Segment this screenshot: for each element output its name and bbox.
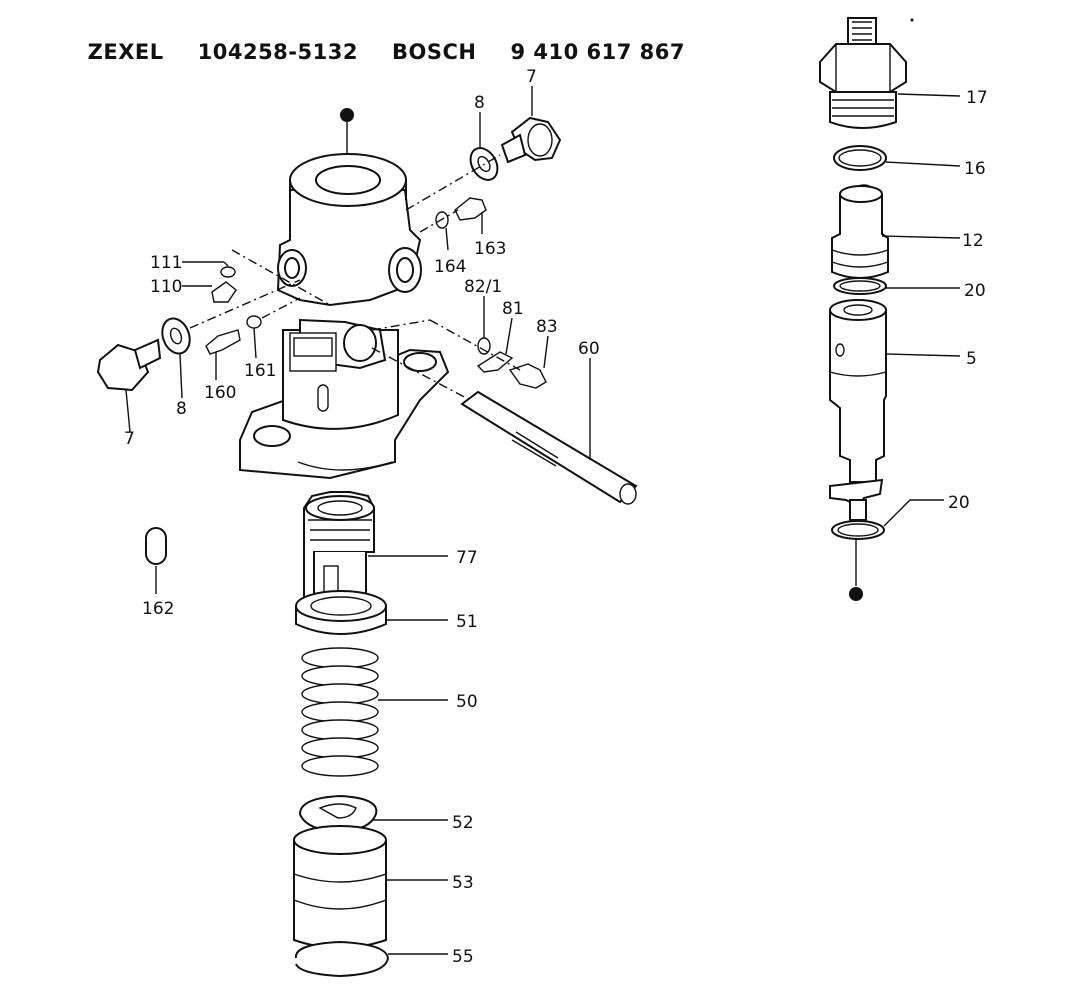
lower-spring-seat-52 xyxy=(298,794,378,834)
callout-163: 163 xyxy=(474,239,506,259)
key-162 xyxy=(145,527,167,565)
pump-housing xyxy=(239,153,450,480)
callout-16: 16 xyxy=(964,159,986,179)
plunger-barrel-5 xyxy=(829,299,887,521)
plunger-spring-50 xyxy=(301,647,379,777)
snap-ring-55 xyxy=(294,940,390,978)
screw-160 xyxy=(205,329,241,355)
callout-20-upper: 20 xyxy=(964,281,986,301)
callout-83: 83 xyxy=(536,317,558,337)
callout-164: 164 xyxy=(434,257,466,277)
stray-mark xyxy=(910,18,914,22)
callout-162: 162 xyxy=(142,599,174,619)
lever-81 xyxy=(476,351,514,373)
part-number-zexel: 104258-5132 xyxy=(197,40,358,64)
callout-20-lower: 20 xyxy=(948,493,970,513)
washer-161 xyxy=(246,315,262,329)
diagram-header: ZEXEL 104258-5132 BOSCH 9 410 617 867 xyxy=(72,16,685,64)
screw-163 xyxy=(454,197,487,221)
o-ring-16 xyxy=(833,145,887,171)
callout-60: 60 xyxy=(578,339,600,359)
plug-screw-7-upper xyxy=(500,116,562,164)
control-rod-60 xyxy=(460,390,638,505)
callout-77: 77 xyxy=(456,548,478,568)
callout-17: 17 xyxy=(966,88,988,108)
washer-8-lower xyxy=(161,317,191,355)
callout-81: 81 xyxy=(502,299,524,319)
callout-111: 111 xyxy=(150,253,182,273)
callout-5: 5 xyxy=(966,349,977,369)
delivery-valve-12 xyxy=(831,184,889,279)
callout-12: 12 xyxy=(962,231,984,251)
callout-52: 52 xyxy=(452,813,474,833)
delivery-valve-holder-17 xyxy=(819,17,907,129)
callout-82-1: 82/1 xyxy=(464,277,502,297)
callout-160: 160 xyxy=(204,383,236,403)
part-number-bosch: 9 410 617 867 xyxy=(510,40,686,64)
brand-bosch: BOSCH xyxy=(391,40,477,64)
washer-82-1 xyxy=(477,337,491,355)
callout-110: 110 xyxy=(150,277,182,297)
plug-screw-7-lower xyxy=(96,338,162,392)
callout-7-upper: 7 xyxy=(526,67,537,87)
callout-8-lower: 8 xyxy=(176,399,187,419)
callout-161: 161 xyxy=(244,361,276,381)
control-sleeve-77 xyxy=(303,491,375,603)
marker-dot-bottom xyxy=(849,587,863,601)
spring-seat-51 xyxy=(295,590,387,635)
marker-dot-top xyxy=(340,108,354,122)
callout-55: 55 xyxy=(452,947,474,967)
gasket-20-lower xyxy=(831,520,885,540)
gasket-20-upper xyxy=(833,277,887,295)
callout-53: 53 xyxy=(452,873,474,893)
brand-zexel: ZEXEL xyxy=(87,40,164,64)
tappet-53 xyxy=(293,825,387,949)
washer-111 xyxy=(220,266,236,278)
callout-50: 50 xyxy=(456,692,478,712)
callout-7-lower: 7 xyxy=(124,429,135,449)
callout-8-upper: 8 xyxy=(474,93,485,113)
callout-51: 51 xyxy=(456,612,478,632)
screw-110 xyxy=(211,281,237,303)
